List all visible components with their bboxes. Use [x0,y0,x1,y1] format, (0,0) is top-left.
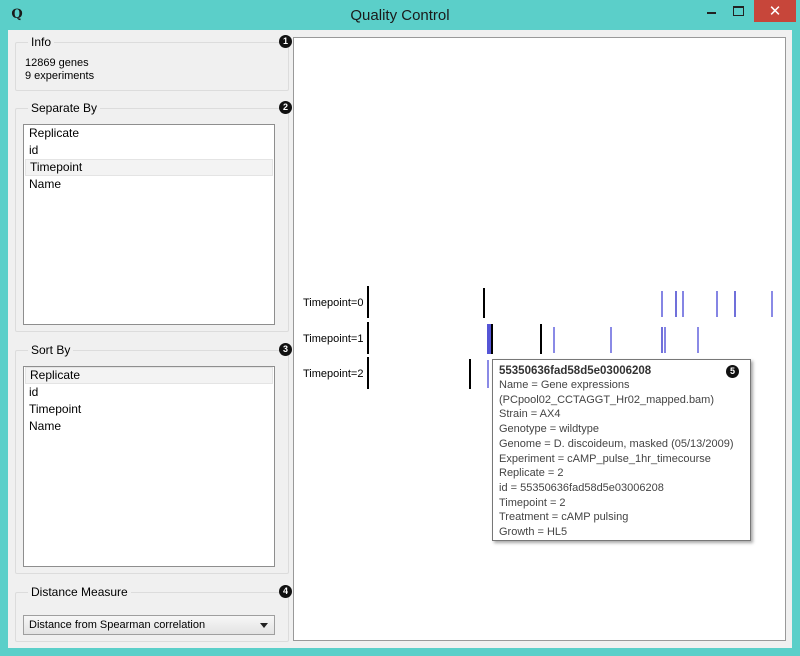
gene-count: 12869 genes [25,57,89,69]
callout-badge-1: 1 [279,35,292,48]
sort-by-group: Sort By 3 Replicate id Timepoint Name [15,343,292,574]
client-area: Info 1 12869 genes 9 experiments Separat… [8,30,792,648]
info-group-title: Info [28,35,55,49]
separate-by-title: Separate By [28,101,101,115]
app-logo-icon: Q [11,7,23,22]
tooltip-line: (PCpool02_CCTAGGT_Hr02_mapped.bam) [499,393,714,406]
experiment-tick[interactable] [661,327,663,353]
chevron-down-icon [260,623,268,628]
callout-badge-2: 2 [279,101,292,114]
experiment-tick[interactable] [682,291,684,317]
experiment-tick[interactable] [553,327,555,353]
reference-tick[interactable] [491,324,493,354]
row-axis-timepoint-2 [367,357,369,389]
experiment-tick[interactable] [697,327,699,353]
tooltip-line: Genome = D. discoideum, masked (05/13/20… [499,437,734,450]
experiment-count: 9 experiments [25,70,95,82]
row-label-timepoint-2: Timepoint=2 [303,368,364,380]
quality-control-plot[interactable]: Timepoint=0 Timepoint=1 Timepoint=2 [293,37,786,641]
tooltip-experiment-id: 55350636fad58d5e03006208 [499,365,652,377]
experiment-tick[interactable] [610,327,612,353]
experiment-tick[interactable] [716,291,718,317]
separate-by-item-timepoint[interactable]: Timepoint [25,159,273,176]
minimize-button[interactable] [697,0,725,22]
tooltip-line: Replicate = 2 [499,467,564,480]
highlighted-tick[interactable] [487,324,491,354]
tooltip-line: Strain = AX4 [499,408,561,421]
sort-by-item-replicate[interactable]: Replicate [25,367,273,384]
separate-by-list[interactable]: Replicate id Timepoint Name [23,124,275,325]
experiment-tick[interactable] [664,327,666,353]
tooltip-line: Timepoint = 2 [499,496,566,509]
tooltip-line: id = 55350636fad58d5e03006208 [499,481,664,494]
tooltip-line: Experiment = cAMP_pulse_1hr_timecourse [499,452,711,465]
tooltip-line: Name = Gene expressions [499,379,630,391]
separate-by-item-name[interactable]: Name [29,177,62,191]
maximize-button[interactable] [725,0,751,22]
reference-tick[interactable] [540,324,542,354]
sort-by-item-id[interactable]: id [29,385,39,399]
reference-tick[interactable] [469,359,471,389]
tooltip-line: Growth = HL5 [499,526,568,539]
tooltip-line: Treatment = cAMP pulsing [499,511,629,524]
distance-measure-group: Distance Measure 4 Distance from Spearma… [15,585,292,642]
separate-by-group: Separate By 2 Replicate id Timepoint Nam… [15,101,292,332]
title-bar[interactable]: Q Quality Control ✕ [0,0,800,30]
experiment-tooltip: 5 55350636fad58d5e03006208 Name = Gene e… [492,359,751,541]
distance-measure-title: Distance Measure [28,585,131,599]
sort-by-list[interactable]: Replicate id Timepoint Name [23,366,275,567]
callout-badge-5: 5 [726,365,739,378]
close-icon: ✕ [768,3,782,20]
sort-by-item-name[interactable]: Name [29,419,62,433]
experiment-tick[interactable] [771,291,773,317]
row-axis-timepoint-1 [367,322,369,354]
callout-badge-3: 3 [279,343,292,356]
experiment-tick[interactable] [675,291,677,317]
experiment-tick[interactable] [734,291,736,317]
distance-measure-value: Distance from Spearman correlation [29,619,206,631]
sort-by-item-timepoint[interactable]: Timepoint [29,402,82,416]
row-axis-timepoint-0 [367,286,369,318]
row-label-timepoint-0: Timepoint=0 [303,297,364,309]
experiment-tick[interactable] [661,291,663,317]
tooltip-line: Genotype = wildtype [499,423,599,436]
close-button[interactable]: ✕ [754,0,796,22]
distance-measure-select[interactable]: Distance from Spearman correlation [23,615,275,635]
separate-by-item-replicate[interactable]: Replicate [29,126,80,140]
reference-tick[interactable] [483,288,485,318]
info-group: Info 1 12869 genes 9 experiments [15,35,292,91]
separate-by-item-id[interactable]: id [29,143,39,157]
sort-by-title: Sort By [28,343,74,357]
row-label-timepoint-1: Timepoint=1 [303,333,364,345]
callout-badge-4: 4 [279,585,292,598]
window-title: Quality Control [350,7,450,24]
experiment-tick[interactable] [487,360,489,388]
